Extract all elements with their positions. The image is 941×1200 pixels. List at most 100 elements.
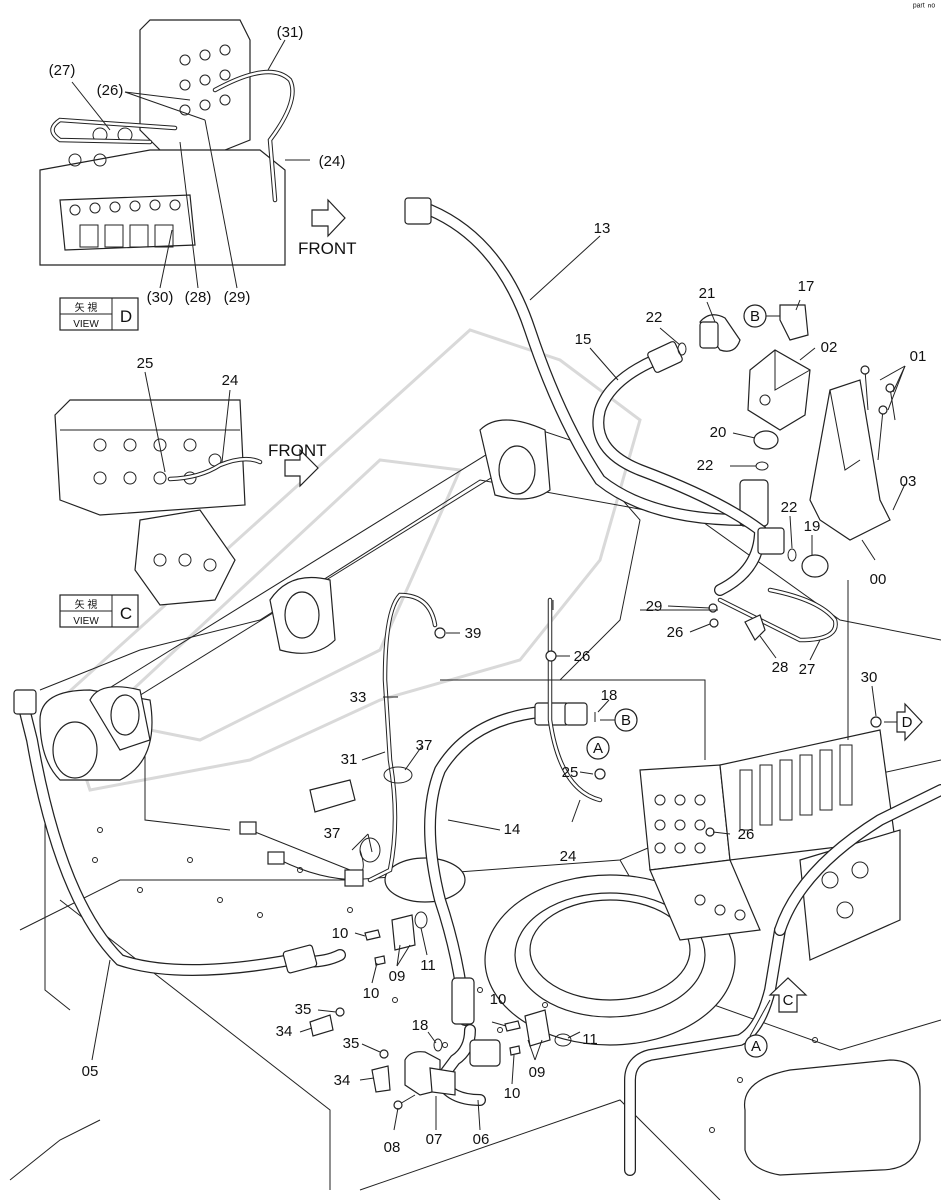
control-valve (639, 729, 901, 961)
svg-text:B: B (750, 308, 760, 325)
fitting-17 (779, 304, 809, 341)
callout-11b: 11 (582, 1031, 598, 1048)
callout-06: 06 (473, 1131, 490, 1148)
callout-22b: 22 (697, 457, 714, 474)
callout-26c: 26 (738, 826, 755, 843)
rail-tube (624, 784, 941, 1176)
callout-35a: 35 (295, 1001, 312, 1018)
svg-text:C: C (783, 992, 794, 1009)
circle-ref-b1: B (743, 304, 780, 328)
callout-labels: (27) (26) (31) (24) (30) (28) (29) 25 24… (49, 24, 927, 1156)
front-arrow-c (284, 448, 319, 488)
callout-24d: (24) (319, 153, 346, 170)
leader-lines (91, 235, 906, 1131)
callout-37b: 37 (324, 825, 341, 842)
view-label-c: 矢 視 VIEW C (59, 594, 139, 628)
corner-mark: ᵖᵃʳᵗ ⁿᵒ (913, 2, 936, 13)
view-label-d: 矢 視 VIEW D (59, 297, 139, 331)
hose-24 (547, 597, 603, 803)
callout-09b: 09 (529, 1064, 546, 1081)
svg-text:A: A (751, 1038, 761, 1055)
callout-08: 08 (384, 1139, 401, 1156)
callout-19: 19 (804, 518, 821, 535)
callout-24c: 24 (222, 372, 239, 389)
circle-ref-a2: A (744, 1034, 768, 1058)
callout-10a: 10 (332, 925, 349, 942)
callout-10b: 10 (363, 985, 380, 1002)
callout-27d: (27) (49, 62, 76, 79)
callout-37a: 37 (416, 737, 433, 754)
hose-14 (424, 702, 588, 1026)
svg-text:D: D (902, 714, 913, 731)
callout-14: 14 (504, 821, 521, 838)
callout-30d: (30) (147, 289, 174, 306)
callout-31: 31 (341, 751, 358, 768)
flange-09-upper (364, 911, 428, 966)
svg-text:B: B (621, 712, 631, 729)
view-arrow-c: C (768, 977, 808, 1013)
hose-05 (13, 689, 346, 976)
bracket-00 (809, 379, 891, 541)
callout-34a: 34 (276, 1023, 293, 1040)
callout-13: 13 (594, 220, 611, 237)
spacer-block (309, 779, 356, 813)
hose-27 (717, 587, 838, 643)
hatch-cover (743, 1059, 921, 1176)
front-label-c: FRONT (268, 441, 327, 460)
callout-05: 05 (82, 1063, 99, 1080)
callout-22a: 22 (646, 309, 663, 326)
callout-29d: (29) (224, 289, 251, 306)
clamp-34-upper (309, 1007, 345, 1037)
callout-34b: 34 (334, 1072, 351, 1089)
callout-31d: (31) (277, 24, 304, 41)
fitting-19 (801, 554, 829, 578)
block-02 (747, 349, 811, 431)
boom-lug-left (39, 686, 153, 781)
callout-39: 39 (465, 625, 482, 642)
callout-26b: 26 (574, 648, 591, 665)
callout-09a: 09 (389, 968, 406, 985)
svg-text:A: A (593, 740, 603, 757)
callout-11a: 11 (420, 957, 436, 974)
callout-18b: 18 (412, 1017, 429, 1034)
callout-25c: 25 (137, 355, 154, 372)
callout-02: 02 (821, 339, 838, 356)
view-c-letter: C (120, 604, 132, 623)
hose-13 (404, 197, 769, 527)
view-c-text: VIEW (73, 616, 99, 627)
callout-03: 03 (900, 473, 917, 490)
callout-21: 21 (699, 285, 716, 302)
callout-22c: 22 (781, 499, 798, 516)
flange-09-lower (504, 1009, 572, 1056)
callout-30: 30 (861, 669, 878, 686)
fitting-21 (699, 314, 741, 352)
callout-27: 27 (799, 661, 816, 678)
callout-28: 28 (772, 659, 789, 676)
hose-31 (367, 592, 438, 883)
callout-00: 00 (870, 571, 887, 588)
circle-ref-b2: B (614, 708, 638, 732)
view-arrow-d: D (896, 702, 923, 742)
callout-18a: 18 (601, 687, 618, 704)
view-d-letter: D (120, 307, 132, 326)
small-fittings (434, 603, 882, 837)
circle-ref-a1: A (586, 736, 610, 760)
front-arrow-d (311, 198, 346, 238)
view-c-jp: 矢 視 (75, 598, 98, 611)
view-d-text: VIEW (73, 319, 99, 330)
callout-07: 07 (426, 1131, 443, 1148)
callout-33: 33 (350, 689, 367, 706)
hose-15 (592, 341, 785, 596)
view-d-jp: 矢 視 (75, 301, 98, 314)
inset-view-c (54, 371, 263, 606)
boom-lug-upper (269, 419, 551, 654)
fitting-20 (753, 430, 779, 450)
callout-20: 20 (710, 424, 727, 441)
front-label-d: FRONT (298, 239, 357, 258)
callout-15: 15 (575, 331, 592, 348)
callout-26a: 26 (667, 624, 684, 641)
callout-35b: 35 (343, 1035, 360, 1052)
callout-24: 24 (560, 848, 577, 865)
